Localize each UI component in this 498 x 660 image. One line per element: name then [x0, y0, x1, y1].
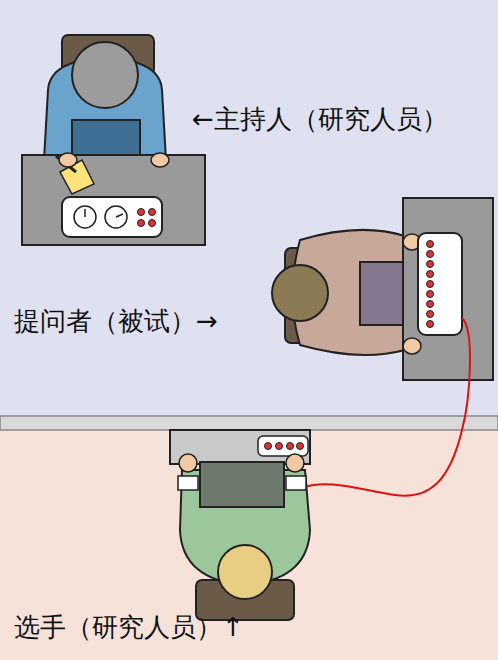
teacher	[272, 198, 493, 380]
room-bottom	[0, 430, 498, 660]
wall	[0, 416, 498, 430]
caption-label: 提问者（被试）→	[14, 306, 218, 337]
experimenter	[22, 35, 205, 245]
caption-label: ←主持人（研究人员）	[192, 104, 448, 135]
room-top	[0, 0, 498, 418]
electric-wire	[300, 318, 470, 496]
learner	[170, 430, 310, 620]
caption-label: 选手（研究人员）↑	[14, 612, 244, 643]
